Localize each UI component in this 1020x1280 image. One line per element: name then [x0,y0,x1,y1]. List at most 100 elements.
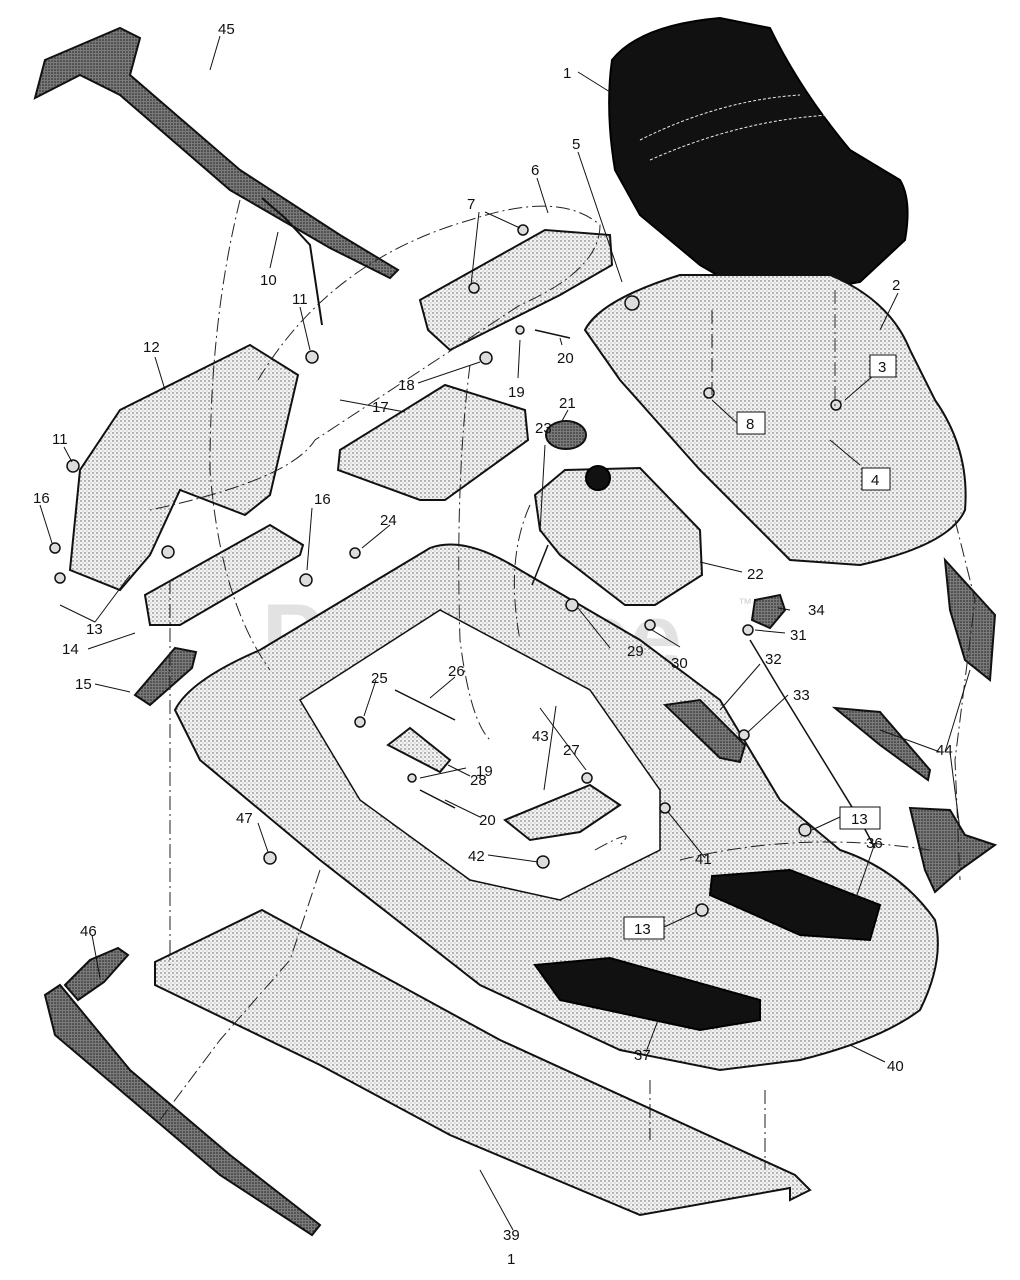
part-21-fuel-cap [545,420,587,450]
part-17-plate [336,383,530,501]
part-25-bolt [354,716,366,728]
callout-4-box [861,467,891,491]
callout-23[interactable]: 23 [535,420,552,437]
part-12-front-bracket [68,343,300,592]
callout-11-lower[interactable]: 11 [52,431,68,448]
part-19-washer-upper [515,325,525,335]
phantom-line-lower-left [159,869,321,1121]
callout-34[interactable]: 34 [808,602,825,619]
part-26-rod [394,689,456,721]
part-14-mounting-bracket [143,523,305,626]
phantom-line-rod [209,199,271,671]
part-46-trim-strip [43,983,322,1237]
callout-10[interactable]: 10 [260,272,277,289]
phantom-line-right [954,519,976,881]
part-39-floor-plate [154,908,812,1217]
callout-13-left[interactable]: 13 [86,621,103,638]
part-41-clip [659,802,671,814]
callout-32[interactable]: 32 [765,651,782,668]
callout-7[interactable]: 7 [467,196,475,213]
callout-4[interactable]: 4 [871,472,879,489]
callout-45[interactable]: 45 [218,21,235,38]
callout-11-upper[interactable]: 11 [292,291,308,308]
callout-33[interactable]: 33 [793,687,810,704]
callout-3[interactable]: 3 [878,359,886,376]
part-44-side-panel-lower [908,806,998,894]
callout-13-lower-box [623,916,665,940]
phantom-line-bracket [149,205,601,511]
callout-39[interactable]: 39 [503,1227,520,1244]
callout-15[interactable]: 15 [75,676,92,693]
callout-28[interactable]: 28 [470,772,487,789]
callout-43[interactable]: 43 [532,728,549,745]
phantom-line-bracket-27 [594,835,627,851]
callout-13-lower[interactable]: 13 [634,921,651,938]
part-2-seat-pan [583,274,967,567]
callout-42[interactable]: 42 [468,848,485,865]
leader-lines [39,35,971,1231]
part-31-cable [749,639,876,849]
callout-40[interactable]: 40 [887,1058,904,1075]
seat-stitching [639,94,831,161]
part-13-bolt-right [798,823,812,837]
callout-37[interactable]: 37 [634,1047,651,1064]
callout-22[interactable]: 22 [747,566,764,583]
watermark-trademark: ™ [738,595,752,611]
part-11-nut-lower [66,459,80,473]
part-5-screw [624,295,640,311]
callout-6[interactable]: 6 [531,162,539,179]
phantom-line-seat [711,290,836,410]
callout-31[interactable]: 31 [790,627,807,644]
part-31-connector [742,624,754,636]
callout-21[interactable]: 21 [559,395,576,412]
part-7-bolt-b [517,224,529,236]
part-43-bolt [581,772,593,784]
callout-29[interactable]: 29 [627,643,644,660]
callout-19-upper[interactable]: 19 [508,384,525,401]
callout-16-left[interactable]: 16 [33,490,50,507]
callout-5[interactable]: 5 [572,136,580,153]
phantom-line-tank [513,504,531,641]
callout-41[interactable]: 41 [695,851,712,868]
phantom-line-body-right [679,841,931,861]
callout-2[interactable]: 2 [892,277,900,294]
part-20-pin-lower [419,789,456,809]
callout-44[interactable]: 44 [936,742,953,759]
part-27-bracket [503,783,622,842]
part-37-mat [533,956,761,1032]
part-1-seat [608,16,909,302]
callout-26[interactable]: 26 [448,663,465,680]
part-33-fastener [738,729,750,741]
part-29-fastener [565,598,579,612]
part-34-switch [750,593,787,630]
part-13-bolt-lower [695,903,709,917]
callout-8[interactable]: 8 [746,416,754,433]
callout-20-upper[interactable]: 20 [557,350,574,367]
callout-8-box [736,411,766,435]
callout-12[interactable]: 12 [143,339,160,356]
part-45-trim-strip [33,26,400,280]
part-28-latch [386,726,452,774]
callout-36[interactable]: 36 [866,835,883,852]
callout-14[interactable]: 14 [62,641,79,658]
phantom-line-floor [649,1080,766,1170]
callout-25[interactable]: 25 [371,670,388,687]
callout-17[interactable]: 17 [372,399,389,416]
part-18-nut [479,351,493,365]
callout-16-right[interactable]: 16 [314,491,331,508]
callout-13-right[interactable]: 13 [851,811,868,828]
callout-18[interactable]: 18 [398,377,415,394]
callout-19-lower[interactable]: 19 [476,763,493,780]
callout-46[interactable]: 46 [80,923,97,940]
part-36-pad [708,868,882,942]
callout-20-lower[interactable]: 20 [479,812,496,829]
part-22-fuel-tank [533,466,704,606]
callout-47[interactable]: 47 [236,810,253,827]
callout-30[interactable]: 30 [671,655,688,672]
callouts: 1 2 3 4 5 6 7 8 10 11 11 12 13 13 13 14 … [33,21,953,1244]
callout-27[interactable]: 27 [563,742,580,759]
phantom-line-center [458,364,491,741]
callout-24[interactable]: 24 [380,512,397,529]
part-16-bolt-b [54,572,66,584]
callout-1[interactable]: 1 [563,65,571,82]
